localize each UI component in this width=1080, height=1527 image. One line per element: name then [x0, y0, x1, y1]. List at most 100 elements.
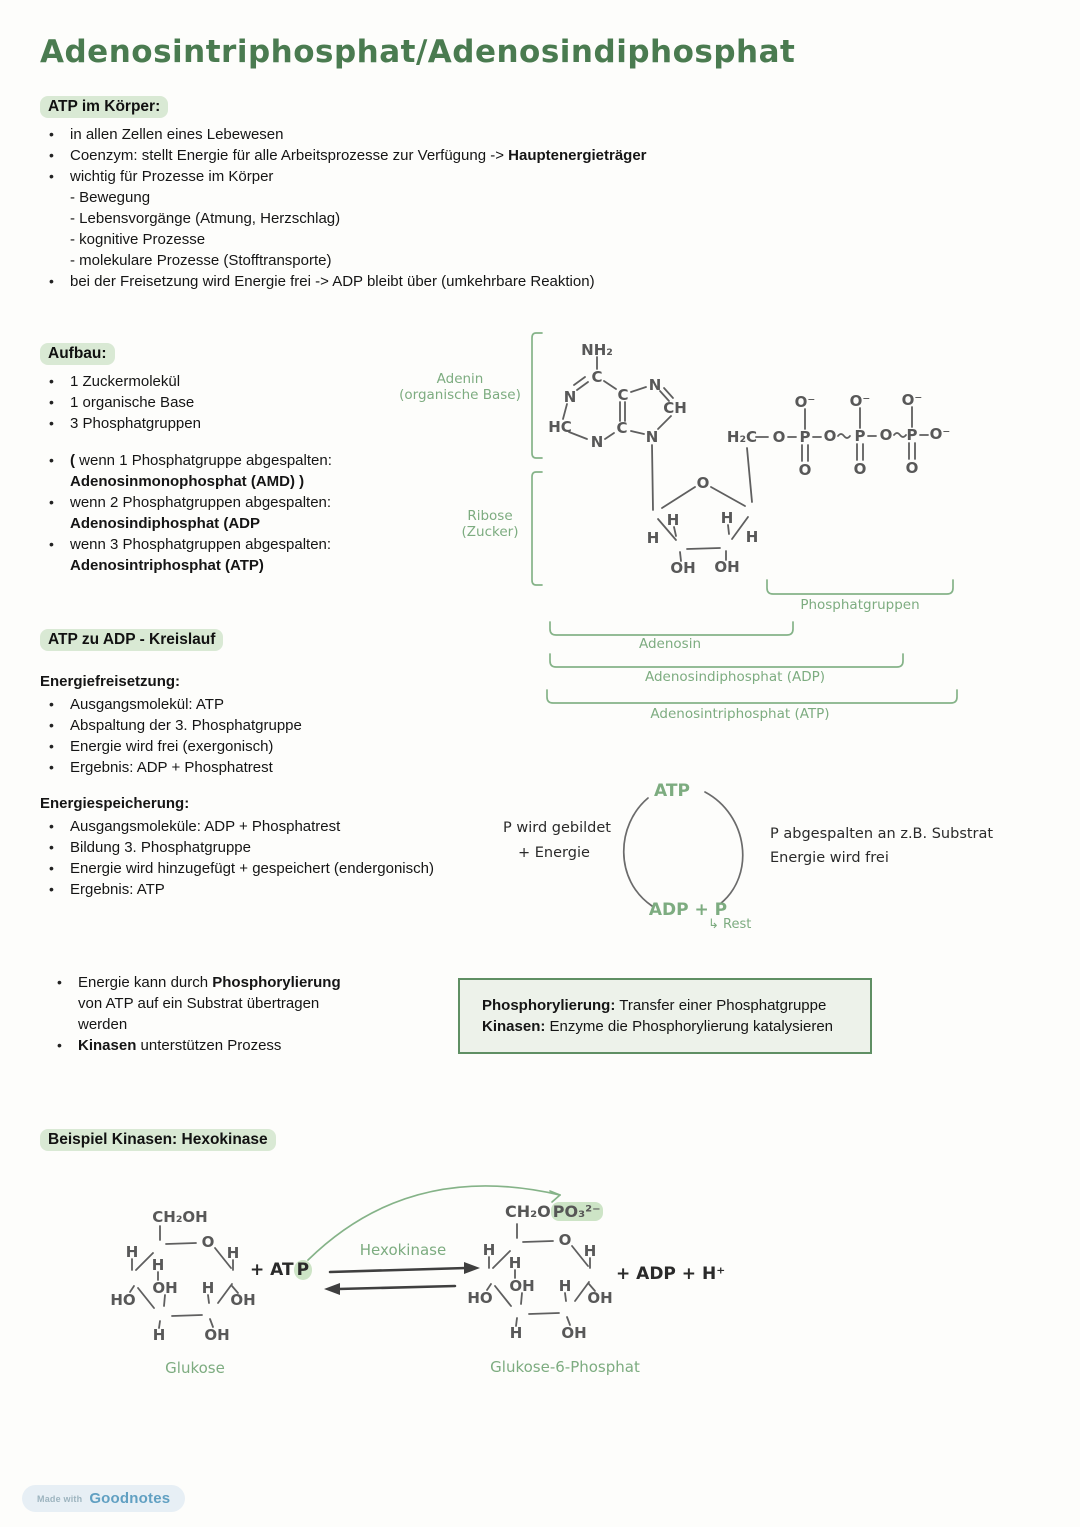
label-phosphatgruppen: Phosphatgruppen — [800, 597, 920, 613]
label-adenosintriphosphat: Adenosintriphosphat (ATP) — [650, 706, 830, 722]
atom-label: OH — [152, 1279, 177, 1297]
hexokinase-label: Hexokinase — [359, 1241, 447, 1259]
cycle-left-note-1: P wird gebildet — [503, 820, 611, 836]
hexokinase-reaction-diagram — [129, 1185, 596, 1329]
section-aufbau: Aufbau: 1 Zuckermolekül 1 organische Bas… — [40, 343, 470, 576]
atom-label: OH — [714, 558, 739, 576]
atom-label: O — [559, 1231, 572, 1249]
bullet-frei-2: Abspaltung der 3. Phosphatgruppe — [40, 715, 520, 736]
bullet-coenzym: Coenzym: stellt Energie für alle Arbeits… — [40, 145, 760, 166]
atp-p-highlight: P — [293, 1260, 313, 1280]
atom-label: P — [855, 427, 866, 445]
atom-label: OH — [670, 559, 695, 577]
glukose-label: Glukose — [165, 1359, 225, 1377]
atom-label: H — [746, 528, 759, 546]
atom-label: H — [153, 1326, 166, 1344]
subitem-molekular: - molekulare Prozesse (Stofftransporte) — [70, 252, 332, 269]
plus-adp-label: + ADP + H⁺ — [616, 1264, 726, 1284]
bullet-adp: wenn 2 Phosphatgruppen abgespalten: — [40, 492, 470, 513]
atom-label: N — [564, 388, 577, 406]
atom-label: H — [227, 1244, 240, 1262]
atom-label: OH — [587, 1289, 612, 1307]
atom-label: O — [854, 460, 867, 478]
atp-adp-cycle-arcs — [622, 791, 744, 907]
g6p-label: Glukose-6-Phosphat — [490, 1358, 640, 1376]
bullet-atp-line2: Adenosintriphosphat (ATP) — [70, 557, 264, 574]
atom-label: N — [591, 433, 604, 451]
cycle-adp-label: ADP + P — [648, 900, 728, 920]
section-heading-kreislauf: ATP zu ADP - Kreislauf — [40, 629, 224, 651]
atom-label: NH₂ — [581, 341, 613, 359]
bullet-zellen: in allen Zellen eines Lebewesen — [40, 124, 760, 145]
atom-label: H — [584, 1242, 597, 1260]
atom-label: H — [510, 1324, 523, 1342]
atom-label: O — [824, 427, 837, 445]
goodnotes-badge: Made with Goodnotes — [22, 1485, 186, 1512]
section-heading-atp-im-koerper: ATP im Körper: — [40, 96, 169, 118]
subitem-bewegung: - Bewegung — [70, 189, 151, 206]
atom-label: H — [202, 1279, 215, 1297]
atom-label: H — [667, 511, 680, 529]
atom-label: CH₂OH — [152, 1208, 207, 1226]
cycle-left-note-2: + Energie — [518, 845, 590, 861]
page-title: Adenosintriphosphat/Adenosindiphosphat — [40, 34, 796, 70]
atom-label: CH — [663, 399, 687, 417]
bullet-speicher-1: Ausgangsmoleküle: ADP + Phosphatrest — [40, 816, 520, 837]
subitem-lebensvorgaenge: - Lebensvorgänge (Atmung, Herzschlag) — [70, 210, 341, 227]
curved-arrow-icon: ↳ — [708, 917, 719, 932]
section-energiespeicherung: Energiespeicherung: Ausgangsmoleküle: AD… — [40, 793, 520, 900]
bullet-amp: ( wenn 1 Phosphatgruppe abgespalten: — [40, 450, 470, 471]
section-atp-im-koerper: ATP im Körper: in allen Zellen eines Leb… — [40, 96, 760, 292]
bullet-prozesse: wichtig für Prozesse im Körper — [40, 166, 760, 187]
definition-phosphorylierung: Phosphorylierung: Transfer einer Phospha… — [482, 997, 827, 1014]
goodnotes-logo: Goodnotes — [89, 1490, 171, 1507]
heading-energiefreisetzung: Energiefreisetzung: — [40, 673, 181, 690]
label-ribose: Ribose(Zucker) — [461, 508, 519, 540]
atom-label: H — [721, 509, 734, 527]
atom-label: H — [152, 1256, 165, 1274]
atom-label: O — [799, 461, 812, 479]
atom-label: H — [509, 1254, 522, 1272]
atom-label: H — [126, 1243, 139, 1261]
section-phosphorylierung: Energie kann durch Phosphorylierung von … — [48, 972, 448, 1056]
cycle-atp-label: ATP — [654, 781, 690, 801]
bullet-frei-3: Energie wird frei (exergonisch) — [40, 736, 520, 757]
bullet-frei-4: Ergebnis: ADP + Phosphatrest — [40, 757, 520, 778]
subitem-kognitiv: - kognitive Prozesse — [70, 231, 206, 248]
atom-label: O — [906, 459, 919, 477]
atom-label: OH — [230, 1291, 255, 1309]
atom-label: N — [646, 428, 659, 446]
label-adenosindiphosphat: Adenosindiphosphat (ADP) — [644, 669, 826, 685]
atom-label: O — [880, 426, 893, 444]
cycle-right-note-1: P abgespalten an z.B. Substrat — [770, 826, 994, 842]
atom-label: HO — [110, 1291, 135, 1309]
definition-kinasen: Kinasen: Enzyme die Phosphorylierung kat… — [482, 1018, 834, 1035]
cycle-rest-label: ↳ Rest — [708, 917, 752, 932]
cycle-right-note-2: Energie wird frei — [770, 850, 889, 866]
bullet-phospho-1b: von ATP auf ein Substrat übertragen — [78, 995, 320, 1012]
atom-label: O⁻ — [795, 393, 816, 411]
atom-label: OH — [204, 1326, 229, 1344]
atom-label: O⁻ — [902, 391, 923, 409]
bullet-zucker: 1 Zuckermolekül — [40, 371, 470, 392]
atom-label: C — [616, 419, 627, 437]
bullet-phospho-1: Energie kann durch Phosphorylierung — [48, 972, 448, 993]
definition-box: Phosphorylierung: Transfer einer Phospha… — [458, 978, 872, 1054]
section-heading-aufbau: Aufbau: — [40, 343, 115, 365]
atom-label: N — [649, 376, 662, 394]
atom-label: O — [697, 474, 710, 492]
bullet-atp: wenn 3 Phosphatgruppen abgespalten: — [40, 534, 470, 555]
atom-label: H — [559, 1277, 572, 1295]
atom-label: H — [483, 1241, 496, 1259]
heading-energiespeicherung: Energiespeicherung: — [40, 795, 190, 812]
atom-label: HO — [467, 1289, 492, 1307]
bullet-speicher-2: Bildung 3. Phosphatgruppe — [40, 837, 520, 858]
bullet-adp-line2: Adenosindiphosphat (ADP — [70, 515, 260, 532]
atom-label: C — [591, 368, 602, 386]
bullet-base: 1 organische Base — [40, 392, 470, 413]
atom-label: P — [800, 428, 811, 446]
